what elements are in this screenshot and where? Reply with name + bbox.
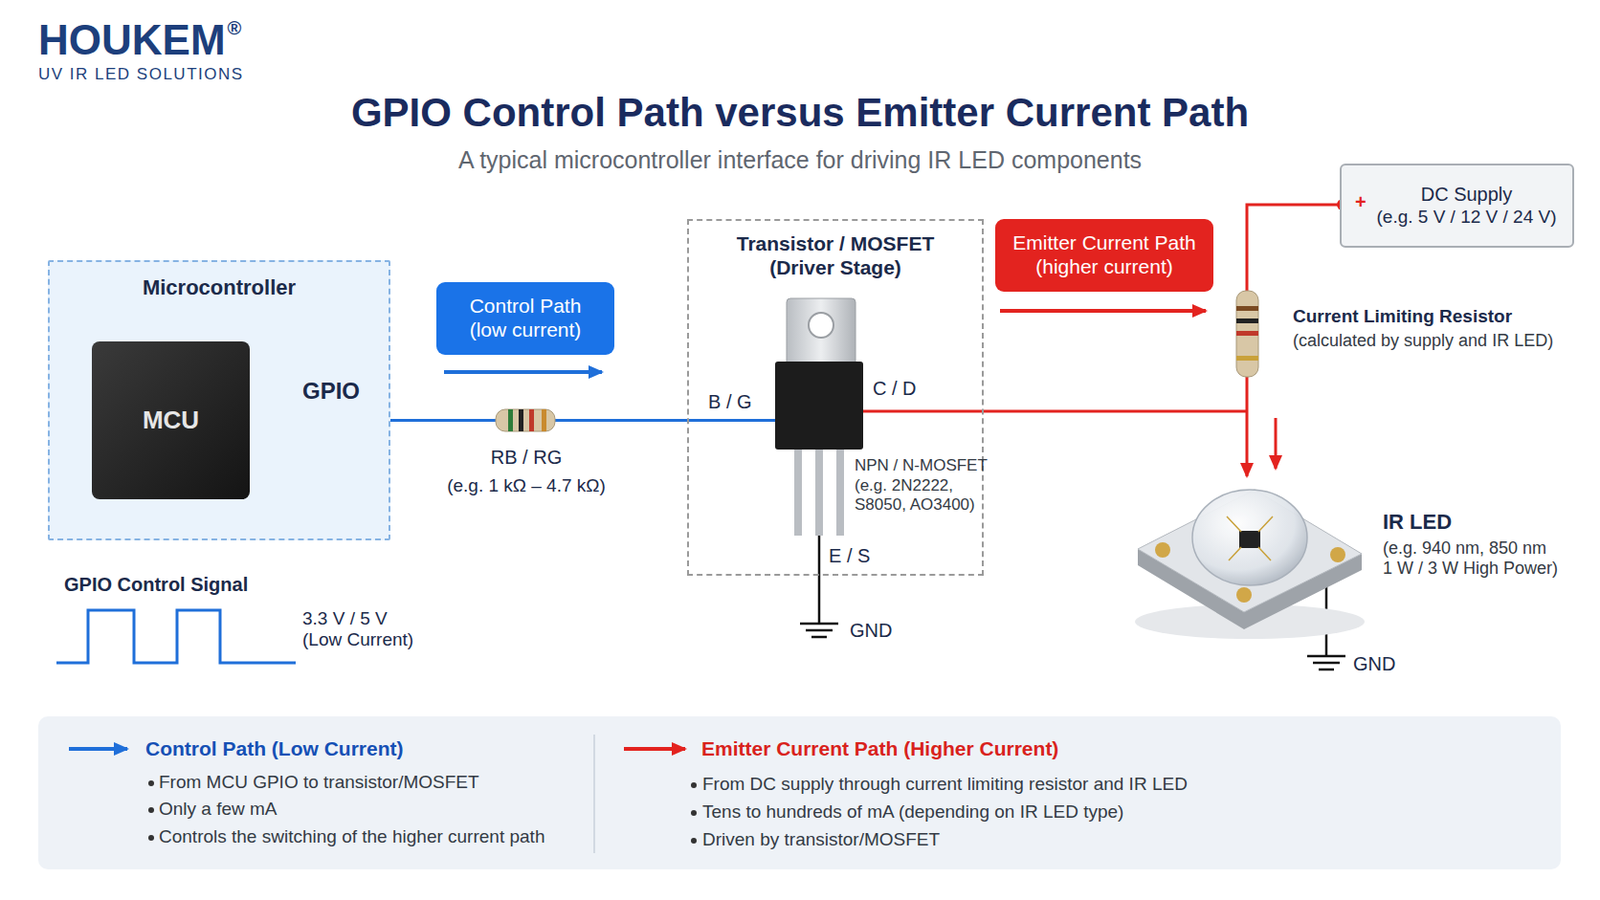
part-label: B / G — [708, 391, 753, 415]
bullet-note: Controls the switching of the higher cur… — [158, 826, 545, 848]
panel-ground — [38, 716, 1561, 870]
base-resistor — [495, 409, 556, 432]
resistor-band — [541, 409, 547, 432]
node-heading: DC Supply — [1370, 183, 1563, 207]
legend-arrow — [623, 747, 686, 752]
node-heading: Transistor / MOSFET (Driver Stage) — [720, 232, 951, 281]
part-label: (e.g. 940 nm, 850 nm 1 W / 3 W High Powe… — [1382, 538, 1561, 579]
chip-pins — [73, 323, 265, 514]
led-pad — [1330, 547, 1346, 563]
transistor-body — [775, 361, 864, 450]
limit-resistor — [1236, 290, 1259, 378]
transistor-drawing — [775, 298, 864, 638]
part-label: (e.g. 1 kΩ – 4.7 kΩ) — [411, 475, 642, 497]
bullet-note: Only a few mA — [158, 799, 278, 821]
brand-logo: UV IR LED SOLUTIONS — [38, 65, 245, 85]
resistor-symbol — [495, 409, 556, 432]
emitter-wires — [861, 199, 1349, 477]
part-label: GND — [1353, 653, 1396, 677]
transistor-leg — [836, 447, 845, 536]
ground-symbol — [1318, 668, 1334, 672]
bullet-dot — [690, 810, 697, 817]
led-base — [1137, 489, 1362, 613]
bullet-note: From DC supply through current limiting … — [702, 774, 1188, 796]
bullet-dot — [148, 835, 155, 842]
ground-symbol — [811, 636, 827, 640]
transistor-leg — [794, 447, 802, 536]
bullet-dot — [690, 782, 697, 789]
legend-text: Control Path (Low Current) — [145, 737, 403, 762]
node-text: (e.g. 5 V / 12 V / 24 V) — [1370, 206, 1563, 228]
resistor-band — [1236, 318, 1259, 324]
diagram-title: GPIO Control Path versus Emitter Current… — [0, 88, 1600, 137]
bottom-panel — [38, 716, 1561, 870]
resistor-band — [518, 409, 524, 432]
transistor-leg — [815, 447, 823, 536]
part-label: C / D — [872, 377, 917, 401]
gate-wire — [669, 419, 778, 423]
square-wave — [56, 610, 296, 664]
led-dome — [1192, 489, 1308, 586]
flow-arrow — [1000, 309, 1206, 313]
node-heading: Emitter Current Path (higher current) — [1004, 231, 1204, 280]
part-label: + — [1355, 191, 1367, 215]
brand-logo: HOUKEM — [38, 15, 226, 66]
part-label: 3.3 V / 5 V (Low Current) — [302, 608, 423, 652]
ground-symbol — [800, 622, 839, 626]
bullet-dot — [690, 838, 697, 845]
resistor-band — [508, 409, 513, 432]
resistor-symbol — [1236, 290, 1259, 378]
part-label: (e.g. 2N2222, S8050, AO3400) — [854, 476, 976, 515]
resistor-band — [1236, 355, 1259, 361]
bullet-note: Tens to hundreds of mA (depending on IR … — [702, 801, 1124, 823]
part-label: GPIO Control Signal — [64, 574, 248, 598]
ground-symbol — [805, 629, 833, 633]
part-label: (calculated by supply and IR LED) — [1292, 331, 1554, 352]
node-heading: Microcontroller — [59, 275, 379, 301]
ground-symbol — [1312, 662, 1340, 666]
bullet-note: Driven by transistor/MOSFET — [702, 829, 940, 851]
resistor-band — [1236, 306, 1259, 312]
legend-arrow — [68, 747, 128, 752]
part-label: Current Limiting Resistor — [1292, 306, 1512, 328]
part-label: RB / RG — [430, 446, 623, 470]
control-path-box: Control Path (low current) — [436, 282, 615, 356]
bullet-dot — [148, 780, 155, 787]
ground-wire — [818, 535, 822, 624]
panel-divider — [593, 734, 596, 854]
part-label: E / S — [828, 545, 870, 569]
ir-led-drawing — [1134, 489, 1365, 670]
node-heading: Control Path (low current) — [451, 294, 600, 343]
legend-text: Emitter Current Path (Higher Current) — [701, 737, 1059, 762]
bullet-note: From MCU GPIO to transistor/MOSFET — [158, 772, 480, 794]
part-label: NPN / N-MOSFET — [854, 456, 988, 476]
emitter-path-box: Emitter Current Path (higher current) — [995, 219, 1214, 292]
resistor-band — [1236, 331, 1259, 336]
ground-symbol — [1307, 655, 1346, 659]
flow-arrow — [444, 370, 602, 375]
node-heading: MCU — [142, 405, 200, 436]
led-pad — [1236, 587, 1252, 603]
bond-wire — [1226, 516, 1273, 561]
led-die — [1239, 531, 1261, 549]
supply-box: DC Supply(e.g. 5 V / 12 V / 24 V) — [1339, 163, 1575, 248]
bullet-dot — [148, 807, 155, 814]
drain-wire — [861, 410, 1247, 414]
resistor-band — [529, 409, 534, 432]
led-pad — [1155, 542, 1171, 558]
part-label: GND — [849, 620, 892, 644]
mcu-chip: MCU — [91, 341, 250, 500]
brand-logo: ® — [227, 17, 243, 41]
tab-hole — [808, 312, 834, 338]
part-label: GPIO — [302, 377, 360, 405]
flow-arrow — [1274, 418, 1278, 469]
part-label: IR LED — [1382, 510, 1452, 535]
